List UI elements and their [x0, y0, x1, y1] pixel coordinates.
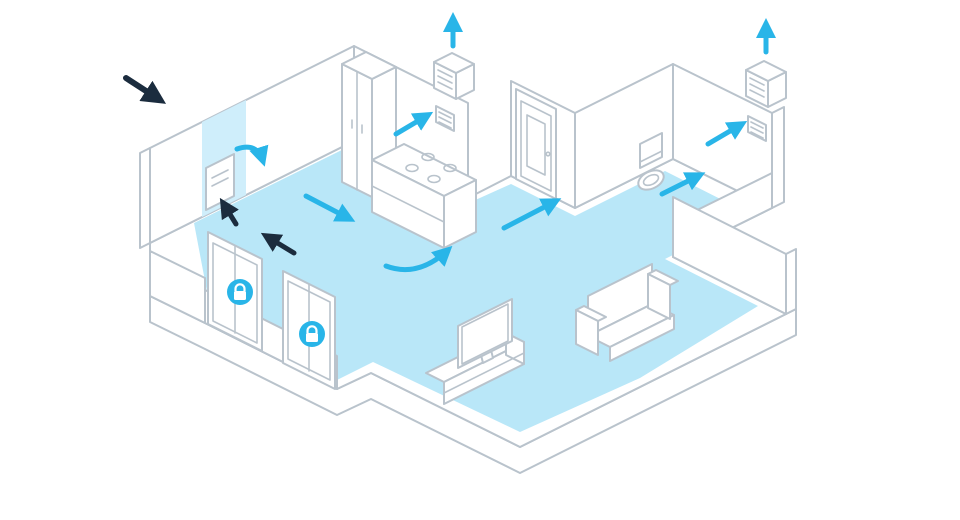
airflow-arrow-to-bathroom-vent-icon [705, 120, 748, 147]
fresh-air-arrow-inlet-2-icon [260, 232, 297, 256]
toilet [637, 132, 665, 191]
airflow-arrow-hallway-icon [501, 198, 562, 231]
window-lock-1 [227, 279, 253, 305]
tv [457, 298, 513, 369]
living-right-wall-cap [785, 248, 797, 315]
bathroom-wall-vent-grille [747, 115, 767, 142]
interior-door [515, 88, 557, 200]
sofa [575, 263, 679, 362]
window-lock-2 [299, 321, 325, 347]
airflow-arrow-living-curve-icon [383, 245, 453, 273]
front-facade [149, 231, 338, 390]
hall-door-wall [510, 80, 576, 209]
airflow-arrow-bathroom-floor-icon [659, 172, 706, 197]
kitchen-exhaust-vent [433, 52, 475, 100]
living-right-wall [672, 196, 797, 315]
airflow-arrows [234, 12, 776, 273]
bathroom-exhaust-vent [745, 60, 787, 108]
airflow-arrow-inlet-curve-icon [234, 144, 269, 167]
fresh-air-arrow-inlet-1-icon [219, 197, 239, 227]
left-front-stub-wall [149, 250, 206, 324]
airflow-arrow-kitchen-floor-icon [303, 193, 356, 222]
door-handle [545, 151, 551, 157]
airflow-arrow-to-kitchen-vent-icon [393, 111, 434, 137]
left-wall-end-cap [139, 147, 151, 249]
fresh-air-arrows [123, 75, 297, 256]
kitchen-wall-vent-grille [435, 105, 455, 132]
stove-counter [371, 143, 477, 249]
bathroom-wall-end-cap [771, 106, 785, 209]
fresh-air-arrow-outside-icon [123, 75, 167, 104]
